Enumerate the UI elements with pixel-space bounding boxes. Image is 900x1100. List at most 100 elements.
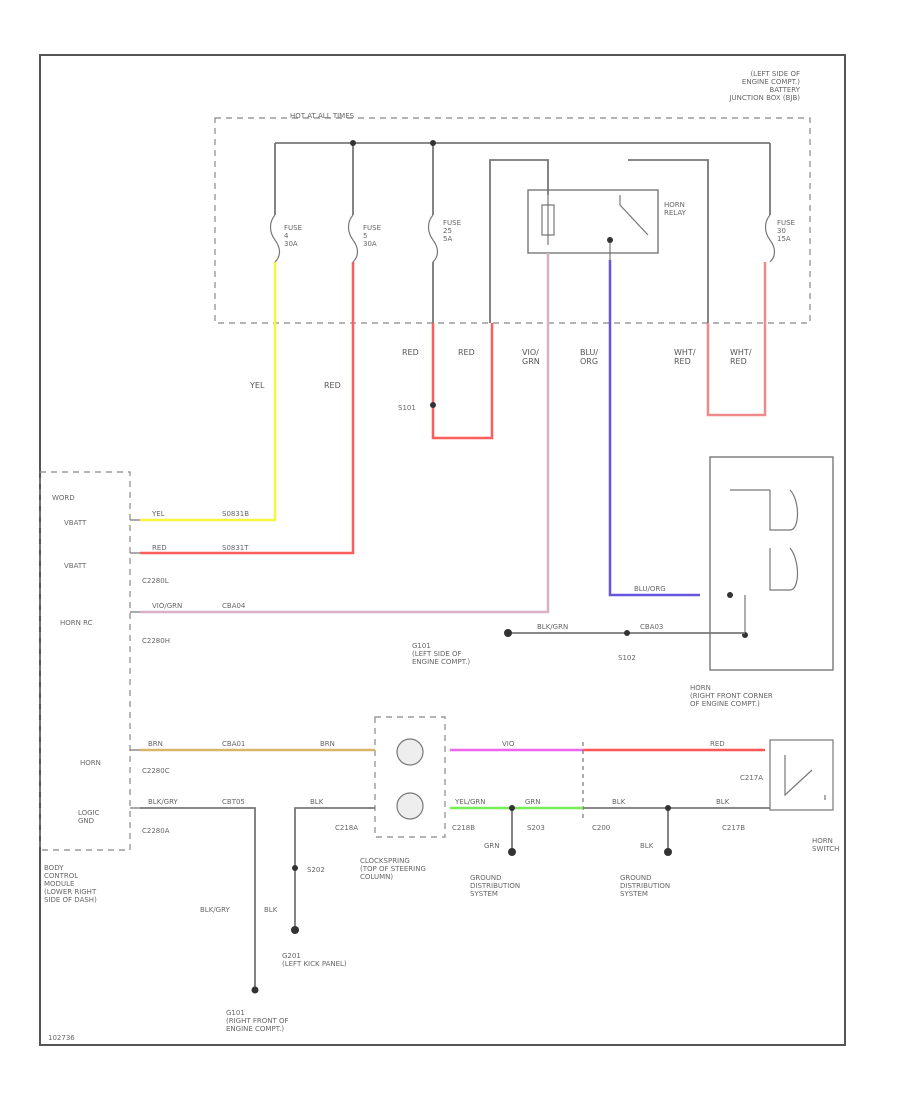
- pin-yel-code: S0831B: [222, 510, 249, 518]
- wire-red-left-label: RED: [324, 381, 341, 390]
- wire-blk3-label: BLK: [716, 798, 730, 806]
- horn-switch-icon: [784, 755, 826, 800]
- pin-red-code: S0831T: [222, 544, 249, 552]
- pin-red-label: RED: [152, 544, 167, 552]
- pin-brn-label: BRN: [148, 740, 163, 748]
- pin-viogrn-label: VIO/GRN: [152, 602, 182, 610]
- g101b-dot: [251, 986, 259, 994]
- s203-label: S203: [527, 824, 545, 832]
- wire-vio-grn-label: VIO/GRN: [522, 348, 540, 366]
- fuse-5-icon: [347, 214, 359, 263]
- pin-brn-code: CBA01: [222, 740, 245, 748]
- body-control-module: [39, 471, 131, 851]
- s202-dot: [292, 865, 298, 871]
- splice-s101-dot: [430, 402, 436, 408]
- wire-blk2-label: BLK: [612, 798, 626, 806]
- horn-pin-1: [727, 592, 733, 598]
- wire-wht-red2-label: WHT/RED: [730, 348, 752, 366]
- horn-switch-box: [769, 739, 834, 811]
- pin-viogrn-code: CBA04: [222, 602, 246, 610]
- blk-lower-label: BLK: [264, 906, 278, 914]
- ground-junction-dot: [665, 805, 671, 811]
- wire-blu-org-label: BLU/ORG: [580, 348, 598, 366]
- bcm-pin-stubs: [130, 519, 140, 809]
- c218a-label: C218A: [335, 824, 358, 832]
- ground-dist2-dot: [664, 848, 672, 856]
- bcm-word-label: WORD: [52, 494, 75, 502]
- wire-red-right-label: RED: [710, 740, 725, 748]
- hot-at-all-times-label: HOT AT ALL TIMES: [290, 112, 355, 120]
- s202-label: S202: [307, 866, 325, 874]
- clockspring-lower-icon: [396, 792, 424, 820]
- s203-dot: [509, 805, 515, 811]
- g201-dot: [291, 926, 299, 934]
- pin-blkgry-label: BLK/GRY: [148, 798, 178, 806]
- wht-red-wire: [706, 262, 767, 417]
- s102-dot: [624, 630, 630, 636]
- c2280-4-label: C2280A: [142, 827, 170, 835]
- blkgry-lower-label: BLK/GRY: [200, 906, 230, 914]
- c200-label: C200: [592, 824, 610, 832]
- hot-bus: [274, 142, 771, 215]
- s102-label: S102: [618, 654, 636, 662]
- c217b-label: C217B: [722, 824, 745, 832]
- c218b-label: C218B: [452, 824, 475, 832]
- c217a-label: C217A: [740, 774, 763, 782]
- horn-blk-grn-code: CBA03: [640, 623, 663, 631]
- pin-blkgry-code: CBT05: [222, 798, 245, 806]
- pin-yel-label: YEL: [151, 510, 165, 518]
- red-wire-s101: [431, 323, 494, 440]
- grn-s203-label: GRN: [484, 842, 500, 850]
- c2280-3-label: C2280C: [142, 767, 170, 775]
- horn-relay-box: [527, 189, 659, 254]
- horn-icon: [730, 489, 799, 635]
- bus-node-1: [350, 140, 356, 146]
- horn-sw-label: HORN: [80, 759, 101, 767]
- red-wire-bcm: [140, 262, 355, 555]
- fuse-30-icon: [764, 214, 776, 263]
- fuse-4-icon: [269, 214, 281, 263]
- wire-yelgrn-label: YEL/GRN: [454, 798, 485, 806]
- relay-coil-icon: [541, 195, 555, 245]
- vbatt1-label: VBATT: [64, 519, 87, 527]
- splice-s101-label: S101: [398, 404, 416, 412]
- relay-feed: [489, 159, 709, 323]
- blk-horn-gnd-wire: [583, 807, 770, 852]
- wire-red-mid2-label: RED: [458, 348, 475, 357]
- g101-dot: [504, 629, 512, 637]
- battery-junction-box: [214, 117, 811, 324]
- c2280-1-label: C2280L: [142, 577, 169, 585]
- relay-contact-icon: [609, 195, 649, 260]
- horn-rc-label: HORN RC: [60, 619, 93, 627]
- horn-blk-grn-label: BLK/GRN: [537, 623, 568, 631]
- wire-grn-label: GRN: [525, 798, 541, 806]
- blu-org-wire: [608, 260, 700, 597]
- g201-label: G201(LEFT KICK PANEL): [282, 952, 347, 968]
- relay-pin-1: [607, 237, 613, 243]
- blkgry-wire: [140, 807, 256, 990]
- vio-grn-wire: [140, 253, 550, 614]
- blk-gnd-label: BLK: [640, 842, 654, 850]
- wire-blk1-label: BLK: [310, 798, 324, 806]
- wire-red-mid1-label: RED: [402, 348, 419, 357]
- wire-yel-label: YEL: [249, 381, 265, 390]
- fuse-25-icon: [427, 214, 439, 263]
- clockspring-upper-icon: [396, 738, 424, 766]
- clockspring-box: [374, 716, 446, 838]
- bus-node-2: [430, 140, 436, 146]
- wire-vio-label: VIO: [502, 740, 515, 748]
- horn-blu-org-label: BLU/ORG: [634, 585, 666, 593]
